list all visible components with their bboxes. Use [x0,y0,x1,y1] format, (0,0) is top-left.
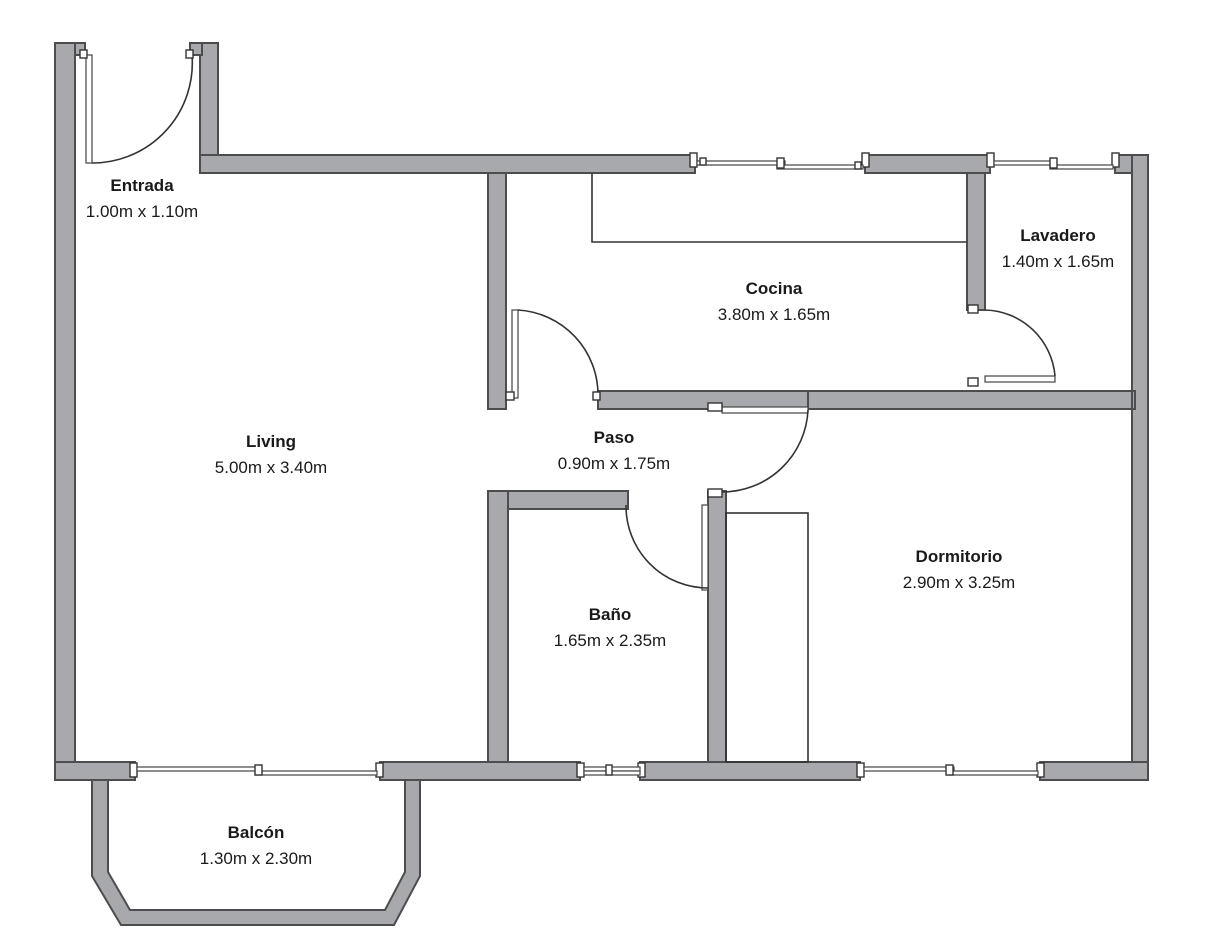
room-label-balcon: Balcón 1.30m x 2.30m [200,820,312,872]
room-dimensions: 1.30m x 2.30m [199,849,313,868]
window-bottom-dormitorio [856,762,1045,778]
wall-top-left [199,154,696,174]
room-name: Dormitorio [915,547,1003,566]
wall-bottom-3 [639,761,861,781]
room-label-paso: Paso 0.90m x 1.75m [558,425,670,477]
window-top-lavadero [986,152,1120,170]
wall-entry-right [199,42,219,174]
room-name: Lavadero [1020,226,1096,245]
wall-cocina-lavadero [966,172,986,311]
door-entrada [79,49,194,164]
room-dimensions: 5.00m x 3.40m [214,458,328,477]
room-dimensions: 0.90m x 1.75m [557,454,671,473]
wall-living-cocina [487,172,507,410]
doors [79,49,1056,591]
room-dimensions: 1.40m x 1.65m [1001,252,1115,271]
room-dimensions: 1.00m x 1.10m [85,202,199,221]
wall-bottom-1 [54,761,136,781]
room-name: Balcón [227,823,285,842]
room-label-cocina: Cocina 3.80m x 1.65m [718,276,830,328]
wall-bottom-2 [379,761,581,781]
room-label-living: Living 5.00m x 3.40m [215,429,327,481]
wall-balcony [91,779,421,926]
door-lavadero [967,304,1056,387]
fixtures [591,173,967,763]
room-label-lavadero: Lavadero 1.40m x 1.65m [1002,223,1114,275]
room-label-dormitorio: Dormitorio 2.90m x 3.25m [903,544,1015,596]
walls [54,42,1149,926]
wall-dormitorio-top [807,390,1133,410]
wall-left [54,42,76,781]
room-label-entrada: Entrada 1.00m x 1.10m [86,173,198,225]
room-name: Entrada [110,176,174,195]
wardrobe [725,512,809,763]
window-top-cocina [689,152,870,170]
windows [129,152,1120,778]
door-dormitorio [707,402,809,498]
room-name: Baño [588,605,632,624]
window-bottom-living [129,762,384,778]
kitchen-counter [591,173,967,243]
wall-right [1131,154,1149,781]
wall-bano-left [487,490,509,781]
room-label-bano: Baño 1.65m x 2.35m [554,602,666,654]
door-bano [625,504,709,591]
room-dimensions: 2.90m x 3.25m [902,573,1016,592]
room-name: Paso [593,428,635,447]
wall-top-middle [864,154,991,174]
room-dimensions: 1.65m x 2.35m [553,631,667,650]
window-bottom-bano [576,762,646,778]
room-name: Cocina [745,279,803,298]
door-cocina [505,309,601,401]
wall-bano-dormitorio [707,490,727,781]
room-name: Living [245,432,297,451]
room-dimensions: 3.80m x 1.65m [717,305,831,324]
wall-bottom-4 [1039,761,1149,781]
